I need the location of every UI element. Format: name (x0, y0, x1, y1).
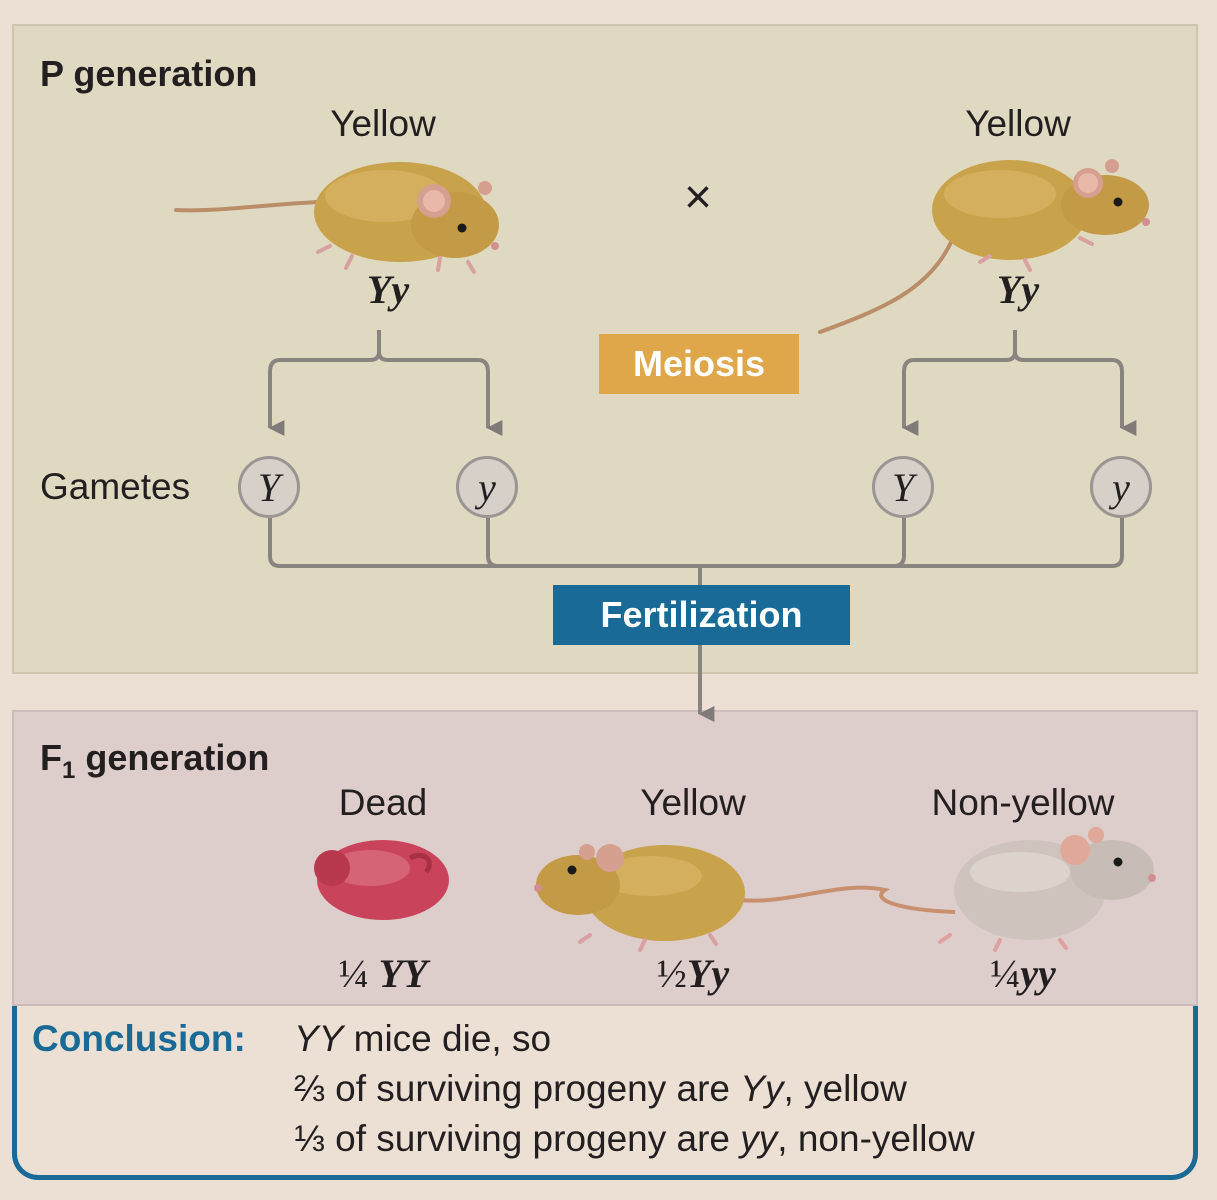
gamete-right-Y: Y (872, 456, 934, 518)
conclusion-line-1: YY mice die, so (294, 1018, 552, 1059)
cross-symbol: × (683, 171, 713, 224)
dead-pup-illustration (314, 840, 449, 920)
left-parent-phenotype: Yellow (330, 103, 436, 144)
offspring-nonyellow-phenotype: Non-yellow (931, 782, 1115, 823)
gamete-left-y: y (456, 456, 518, 518)
offspring-yellow-ratio: ½Yy (656, 951, 730, 996)
offspring-nonyellow-ratio: ¼yy (990, 951, 1056, 996)
fertilization-bracket (268, 518, 1124, 568)
right-parent-phenotype: Yellow (965, 103, 1071, 144)
offspring-dead-phenotype: Dead (338, 782, 428, 823)
meiosis-label: Meiosis (599, 334, 799, 394)
left-parent-genotype: Yy (366, 267, 410, 312)
p-generation-title: P generation (40, 53, 258, 94)
offspring-dead-ratio: ¼ YY (338, 951, 428, 996)
conclusion-heading: Conclusion: (32, 1018, 246, 1059)
gamete-right-y: y (1090, 456, 1152, 518)
conclusion-line-3: ⅓ of surviving progeny are yy, non-yello… (294, 1118, 975, 1159)
gametes-label: Gametes (40, 466, 191, 507)
gamete-left-Y: Y (238, 456, 300, 518)
conclusion-box (12, 1006, 1198, 1180)
f1-generation-title: F1 generation (40, 737, 270, 785)
right-parent-genotype: Yy (996, 267, 1040, 312)
conclusion-line-2: ⅔ of surviving progeny are Yy, yellow (294, 1068, 907, 1109)
offspring-yellow-phenotype: Yellow (640, 782, 746, 823)
fertilization-label: Fertilization (553, 585, 850, 645)
nonyellow-offspring-illustration (938, 827, 1156, 952)
yellow-offspring-illustration (534, 844, 956, 952)
